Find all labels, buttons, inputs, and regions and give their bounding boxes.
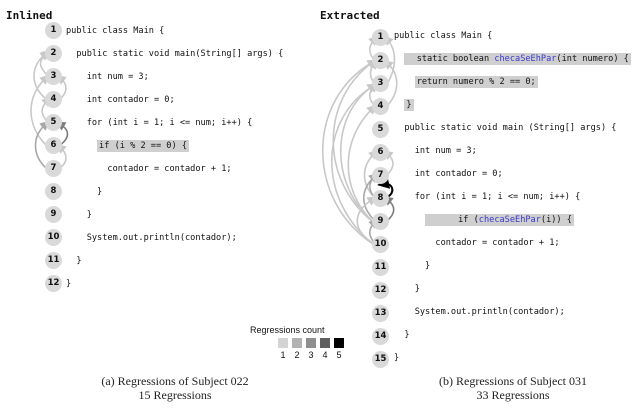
line-number-badge: 1 (45, 22, 62, 39)
highlighted-method-signature: static boolean checaSeEhPar(int numero) … (404, 53, 631, 65)
code-line: for (int i = 1; i <= num; i++) { (66, 118, 253, 128)
right-arc-9-4 (347, 104, 377, 223)
code-line: int contador = 0; (66, 95, 175, 105)
method-name: checaSeEhPar (494, 54, 557, 64)
line-number-badge: 10 (372, 236, 389, 253)
highlighted-condition: if (i % 2 == 0) { (97, 140, 190, 152)
right-arc-4-2 (383, 59, 398, 107)
code-line: for (int i = 1; i <= num; i++) { (394, 192, 581, 202)
legend-swatch (306, 338, 316, 348)
code-line: public class Main { (66, 26, 165, 36)
line-number-badge: 14 (372, 328, 389, 345)
right-arc-9-3 (339, 83, 377, 223)
right-regression-arcs (322, 35, 398, 245)
code-line: public static void main(String[] args) { (66, 49, 284, 59)
line-number-badge: 5 (45, 114, 62, 131)
line-number-badge: 4 (372, 98, 389, 115)
line-number-badge: 5 (372, 121, 389, 138)
caption-count: 15 Regressions (138, 388, 212, 402)
code-line: int num = 3; (66, 72, 149, 82)
line-number-badge: 2 (372, 52, 389, 69)
caption-count: 33 Regressions (476, 388, 550, 402)
legend-swatch (292, 338, 302, 348)
line-number-badge: 7 (372, 167, 389, 184)
line-number-badge: 9 (45, 206, 62, 223)
right-arc-10-2 (322, 59, 378, 245)
code-fragment: if ( (427, 215, 479, 225)
extracted-panel-title: Extracted (320, 9, 380, 22)
line-number-badge: 13 (372, 305, 389, 322)
inlined-panel-title: Inlined (6, 9, 53, 22)
line-number-badge: 11 (372, 259, 389, 276)
line-number-badge: 8 (45, 183, 62, 200)
line-number-badge: 8 (372, 190, 389, 207)
line-number-badge: 4 (45, 91, 62, 108)
code-line: System.out.println(contador); (66, 233, 237, 243)
right-arc-9-7 (362, 172, 379, 222)
code-line: contador = contador + 1; (66, 164, 232, 174)
code-line: } (66, 187, 103, 197)
code-line: } (394, 261, 431, 271)
line-number-badge: 7 (45, 160, 62, 177)
line-number-badge: 12 (45, 275, 62, 292)
line-number-badge: 3 (45, 68, 62, 85)
code-line-highlighted: return numero % 2 == 0; (394, 75, 538, 89)
line-number-badge: 11 (45, 252, 62, 269)
code-line-highlighted: } (394, 98, 414, 112)
left-arc-6-3 (30, 74, 50, 146)
code-line: public class Main { (394, 31, 493, 41)
caption-title: (b) Regressions of Subject 031 (439, 374, 587, 388)
legend-swatch (320, 338, 330, 348)
legend-title: Regressions count (250, 325, 325, 335)
code-line: contador = contador + 1; (394, 238, 560, 248)
line-number-badge: 12 (372, 282, 389, 299)
line-number-badge: 2 (45, 45, 62, 62)
legend-swatch (278, 338, 288, 348)
code-line: } (394, 353, 400, 363)
right-arc-8-self (377, 176, 394, 198)
code-line: int contador = 0; (394, 169, 503, 179)
code-line: } (394, 284, 420, 294)
legend-label: 4 (322, 350, 328, 360)
highlighted-brace: } (404, 99, 414, 111)
line-number-badge: 3 (372, 75, 389, 92)
left-arc-4-2 (33, 51, 50, 100)
method-name: checaSeEhPar (478, 215, 541, 225)
left-arc-6-5 (55, 121, 69, 146)
legend-swatch (334, 338, 344, 348)
code-line: public static void main (String[] args) … (394, 123, 617, 133)
left-arc-7-5 (34, 120, 50, 169)
code-line: int num = 3; (394, 146, 477, 156)
legend-label: 3 (308, 350, 314, 360)
right-arc-10-3 (331, 83, 378, 245)
code-line: System.out.println(contador); (394, 307, 565, 317)
highlighted-condition: if (checaSeEhPar(i)) { (425, 214, 574, 226)
code-fragment: static boolean (406, 54, 495, 64)
caption-title: (a) Regressions of Subject 022 (101, 374, 249, 388)
line-number-badge: 6 (372, 144, 389, 161)
inlined-caption: (a) Regressions of Subject 022 15 Regres… (60, 374, 290, 402)
code-line: } (394, 330, 410, 340)
code-line: } (66, 210, 92, 220)
legend-label: 5 (336, 350, 342, 360)
code-fragment: (i)) { (540, 215, 572, 225)
line-number-badge: 6 (45, 137, 62, 154)
code-line-highlighted: if (i % 2 == 0) { (66, 139, 190, 153)
code-line-highlighted: static boolean checaSeEhPar(int numero) … (394, 52, 631, 66)
right-arc-9-8 (383, 196, 395, 222)
code-line: } (66, 279, 72, 289)
legend-label: 1 (280, 350, 286, 360)
code-line-highlighted: if (checaSeEhPar(i)) { (394, 213, 574, 227)
code-fragment: (int numero) { (556, 54, 629, 64)
code-line: } (66, 256, 82, 266)
right-arc-3-1 (383, 35, 396, 85)
highlighted-return: return numero % 2 == 0; (414, 76, 538, 88)
line-number-badge: 9 (372, 213, 389, 230)
line-number-badge: 1 (372, 29, 389, 46)
legend-label: 2 (294, 350, 300, 360)
line-number-badge: 10 (45, 229, 62, 246)
extracted-caption: (b) Regressions of Subject 031 33 Regres… (398, 374, 628, 402)
line-number-badge: 15 (372, 351, 389, 368)
